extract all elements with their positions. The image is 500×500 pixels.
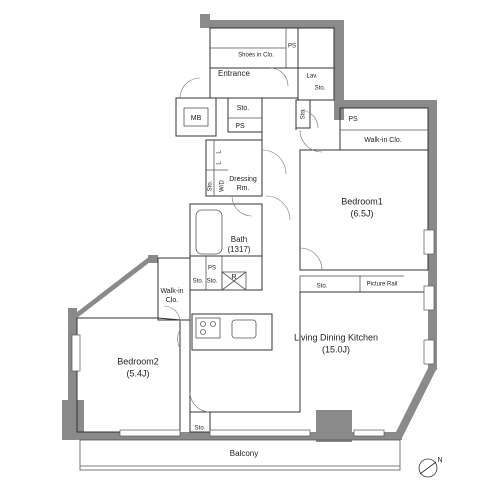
label-sto-corridor: Sto.: [301, 108, 307, 119]
label-dressing-line1: Dressing: [229, 176, 257, 183]
label-ldk-name: Living Dining Kitchen: [294, 332, 378, 342]
room-labels: Shoes in Clo. PS Lav. Sto. Entrance MB S…: [117, 44, 402, 459]
label-sto-lav: Sto.: [315, 86, 326, 92]
label-walkin-clo-1: Walk-in Clo.: [364, 137, 402, 144]
label-sto-closet-bed1: Sto.: [317, 284, 328, 290]
label-ps-bath: PS: [208, 266, 216, 272]
label-balcony: Balcony: [230, 449, 258, 458]
label-lav: Lav.: [307, 74, 318, 80]
label-sto-bath-a: Sto.: [193, 279, 204, 285]
label-ps-top: PS: [288, 44, 296, 50]
balcony: [79, 439, 401, 471]
compass-icon: N: [418, 457, 443, 478]
label-bath-name: Bath: [231, 235, 247, 244]
label-l-top: L: [217, 150, 223, 154]
compass-north: N: [437, 457, 442, 464]
label-picture-rail: Picture Rail: [367, 282, 398, 288]
door-swings: [163, 67, 323, 413]
label-l-bottom: L: [217, 161, 223, 165]
label-bedroom2-size: (5.4J): [126, 368, 149, 378]
label-r-mark: R: [231, 274, 236, 281]
label-sto-bath-b: Sto.: [207, 279, 218, 285]
label-bath-size: (1317): [227, 245, 250, 254]
label-bedroom1-size: (6.5J): [350, 208, 373, 218]
label-shoes-in-clo: Shoes in Clo.: [238, 53, 274, 59]
label-bedroom2-name: Bedroom2: [117, 356, 159, 366]
label-bedroom1-name: Bedroom1: [341, 196, 383, 206]
label-sto-entry: Sto.: [237, 105, 250, 112]
label-entrance: Entrance: [218, 69, 251, 78]
label-mb: MB: [191, 115, 202, 122]
exterior-walls: [62, 14, 437, 442]
label-sto-dressing: Sto.: [208, 180, 214, 191]
windows: [71, 229, 435, 437]
label-ps-walkin1: PS: [348, 116, 358, 123]
label-sto-bottom: Sto.: [195, 426, 206, 432]
label-walkin-clo-2-line2: Clo.: [166, 297, 179, 304]
label-ldk-size: (15.0J): [322, 344, 350, 354]
label-walkin-clo-2-line1: Walk-in: [160, 288, 183, 295]
label-dressing-line2: Rm.: [237, 185, 250, 192]
label-wd: W/D: [220, 180, 226, 192]
label-ps-entry: PS: [235, 123, 245, 130]
interior-walls: [76, 27, 429, 433]
